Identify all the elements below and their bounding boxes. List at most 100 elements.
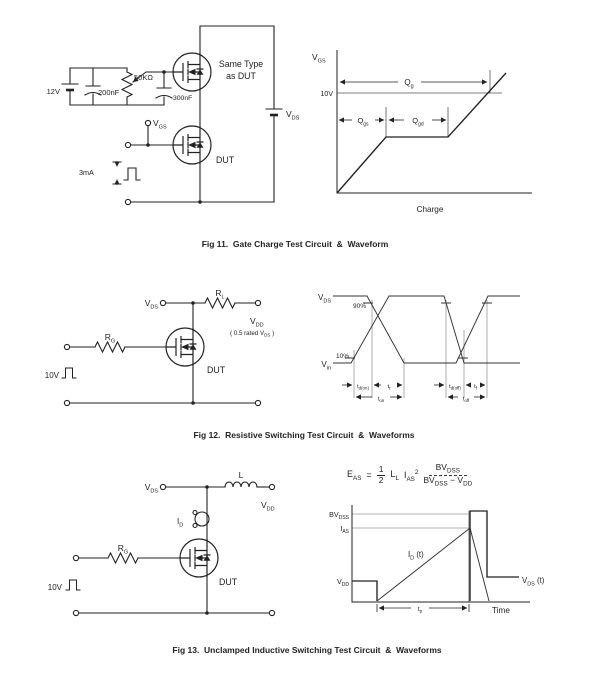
vdd-step-trace: [352, 580, 378, 601]
pulse-label: 3mA: [79, 168, 94, 177]
ton-label: ton: [378, 397, 385, 404]
ground-terminal: [124, 198, 132, 206]
junction-dot: [191, 401, 195, 405]
fig13-inductive-circuit: VDS L VDD ID RG 10V DUT: [48, 470, 276, 617]
vds-label: VDS: [145, 298, 159, 311]
fig12-wires: [61, 296, 256, 404]
junction-dot: [162, 70, 166, 74]
ll-term: LL: [390, 469, 399, 482]
vds-trace: [333, 295, 520, 364]
probe-terminal: [192, 522, 198, 529]
td-on-label: td(on): [357, 384, 369, 391]
vgs-curve: [336, 72, 507, 194]
fig11-gate-charge-waveform: VGS 10V Qg Qgs Qgd Charge: [312, 50, 532, 214]
dut-mosfet: [172, 125, 212, 165]
id-t-label: ID (t): [408, 550, 424, 562]
bvdss-label: BVDSS: [329, 510, 350, 521]
tp-arrow: [376, 604, 470, 612]
vdd-terminal: [268, 483, 276, 491]
vdd-label: VDD: [261, 500, 275, 513]
ground-terminal-left: [72, 609, 80, 617]
junction-dot: [146, 143, 150, 147]
reference-lines: [353, 300, 488, 398]
fig11-wires: [61, 25, 283, 203]
vds-t-label: VDS (t): [522, 576, 545, 588]
y-axis-label: VGS: [312, 52, 326, 65]
fig12-caption: Fig 12. Resistive Switching Test Circuit…: [193, 430, 415, 440]
toff-label: toff: [463, 397, 470, 404]
id-label: ID: [177, 517, 183, 529]
vdd-label: VDD: [250, 316, 264, 329]
same-type-label-1: Same Type: [219, 59, 263, 69]
cap2-label: 300nF: [173, 95, 192, 102]
input-label: 10V: [45, 371, 60, 380]
percent-ticks: [345, 302, 492, 359]
qgs-label: Qgs: [357, 116, 369, 128]
vds-terminal: [159, 299, 167, 307]
x-axis-label: Charge: [417, 205, 444, 214]
p90-label: 90%: [353, 303, 366, 310]
tr-label: tr: [387, 384, 391, 391]
dut-label: DUT: [216, 155, 235, 165]
input-label: 10V: [48, 583, 63, 592]
fig11-caption: Fig 11. Gate Charge Test Circuit & Wavef…: [201, 239, 389, 249]
fig12-resistive-circuit: VDS RL VDD ( 0.5 rated VDS ) RG 10V DUT: [45, 288, 274, 407]
pot-label: 50KΩ: [134, 73, 153, 82]
vds-terminal: [159, 483, 167, 491]
ground-terminal-left: [63, 399, 71, 407]
dut-label: DUT: [207, 365, 226, 375]
fig12-switching-waveforms: VDS Vin 90% 10% td(on) tr ton td(off) tf…: [318, 293, 520, 404]
junction-dot: [191, 301, 195, 305]
rl-label: RL: [215, 288, 224, 301]
fig13-uis-waveforms: BVDSS IAS VDD ID (t) VDS (t) tp Time: [329, 505, 545, 615]
ground-terminal-right: [254, 399, 262, 407]
gate-input-terminal: [63, 343, 71, 351]
vin-trace: [333, 295, 520, 364]
time-label: Time: [492, 606, 510, 615]
gate-input-terminal: [72, 554, 80, 562]
fig13-wires: [65, 481, 270, 614]
cap1-label: 200nF: [98, 88, 120, 97]
qgd-label: Qgd: [412, 116, 424, 128]
ias-squared-term: IAS2: [403, 468, 419, 483]
probe-terminal: [192, 509, 198, 516]
dut-mosfet: [179, 538, 219, 578]
reference-lines: [385, 70, 491, 137]
vdd-terminal: [254, 299, 262, 307]
id-ramp: [376, 527, 471, 602]
rg-label: RG: [118, 543, 128, 556]
dut-label: DUT: [219, 577, 238, 587]
tp-label: tp: [418, 606, 423, 614]
fig11-gate-charge-circuit: 12V 200nF 50KΩ 300nF VGS 3mA Same Type a…: [47, 25, 300, 206]
junction-dot: [198, 200, 202, 204]
vgs-terminal: [144, 119, 152, 127]
bvdss-fraction: BVDSS BVDSS − VDD: [423, 462, 473, 488]
same-type-label-2: as DUT: [226, 71, 256, 81]
supply-label: 12V: [47, 87, 60, 96]
ias-label: IAS: [340, 524, 349, 535]
vdd-note: ( 0.5 rated VDS ): [230, 330, 274, 338]
ground-terminal-right: [268, 609, 276, 617]
qg-label: Qg: [404, 78, 413, 90]
vds-pulse-trace: [469, 510, 519, 601]
inductor-label: L: [239, 470, 244, 480]
tf-label: tf: [474, 384, 478, 391]
gate-input-terminal: [124, 141, 132, 149]
vdd-label: VDD: [337, 577, 349, 588]
upper-mosfet: [172, 52, 212, 92]
vds-label: VDS: [145, 482, 159, 495]
timing-arrows: [342, 382, 486, 400]
axes: [351, 505, 530, 603]
td-off-label: td(off): [449, 384, 461, 391]
vds-label: VDS: [318, 293, 331, 305]
equals-sign: =: [366, 470, 372, 481]
dut-mosfet: [165, 327, 205, 367]
vin-label: Vin: [321, 360, 331, 372]
junction-dot: [205, 485, 209, 489]
level-reference-lines: [352, 513, 470, 529]
eas-term: EAS: [347, 469, 362, 482]
vgs-label: VGS: [153, 118, 167, 131]
